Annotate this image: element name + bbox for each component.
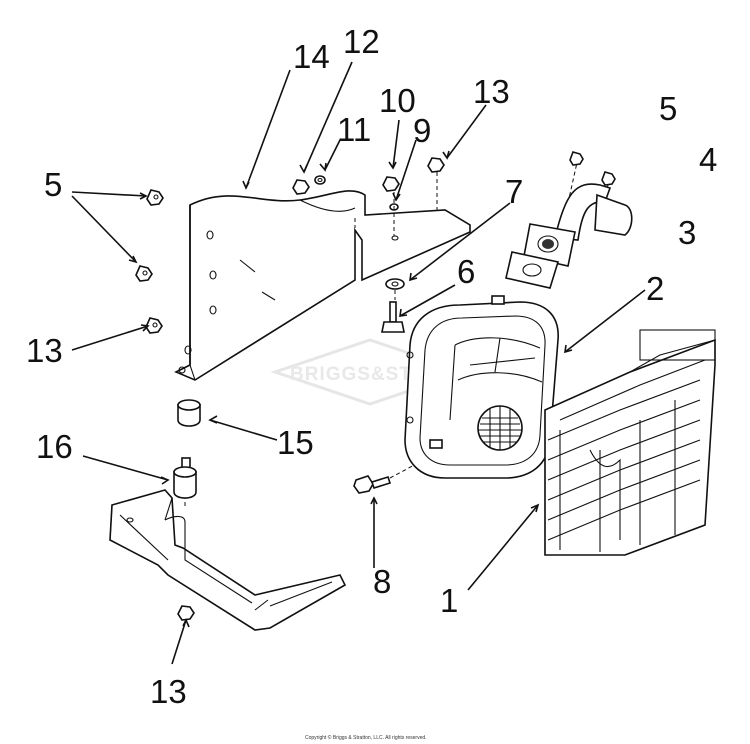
callout-2: 2 — [646, 270, 664, 307]
callout-labels: 1 2 3 4 5 5 6 7 8 9 10 11 12 13 13 13 14… — [26, 23, 717, 710]
frame-rail — [109, 489, 347, 631]
callout-6: 6 — [457, 253, 475, 290]
nut-icon — [427, 157, 445, 173]
washer-icon — [385, 278, 405, 290]
callout-13-left: 13 — [26, 332, 63, 369]
callout-13-bottom: 13 — [150, 673, 187, 710]
callout-13-top: 13 — [473, 73, 510, 110]
bracket-plate — [174, 190, 471, 381]
nut-icon — [382, 176, 400, 192]
callout-4: 4 — [699, 141, 717, 178]
callout-16: 16 — [36, 428, 73, 465]
nut-icon — [177, 605, 195, 621]
callout-10: 10 — [379, 82, 416, 119]
hardware — [135, 157, 445, 621]
callout-12: 12 — [343, 23, 380, 60]
muffler-guard — [544, 329, 716, 556]
bolt-icon — [353, 475, 392, 494]
bolt-icon — [381, 301, 405, 333]
isolator-mount-stud — [173, 457, 197, 499]
nut-icon — [146, 189, 164, 206]
callout-5-left: 5 — [44, 166, 62, 203]
exhaust-elbow — [523, 151, 633, 267]
callout-8: 8 — [373, 563, 391, 600]
muffler-screen-icon — [479, 406, 521, 450]
exhaust-gasket — [505, 251, 560, 289]
leader-lines — [71, 61, 646, 665]
copyright-notice: Copyright © Briggs & Stratton, LLC. All … — [305, 734, 427, 741]
nut-icon — [292, 179, 310, 195]
washer-icon — [314, 175, 326, 185]
callout-1: 1 — [440, 582, 458, 619]
muffler — [404, 295, 559, 479]
callout-5-upper: 5 — [659, 90, 677, 127]
isolator-mount — [177, 399, 201, 427]
nut-icon — [135, 265, 153, 282]
callout-14: 14 — [293, 38, 330, 75]
callout-15: 15 — [277, 424, 314, 461]
callout-3: 3 — [678, 214, 696, 251]
callout-7: 7 — [505, 173, 523, 210]
callout-11: 11 — [337, 111, 371, 148]
callout-9: 9 — [413, 112, 431, 149]
